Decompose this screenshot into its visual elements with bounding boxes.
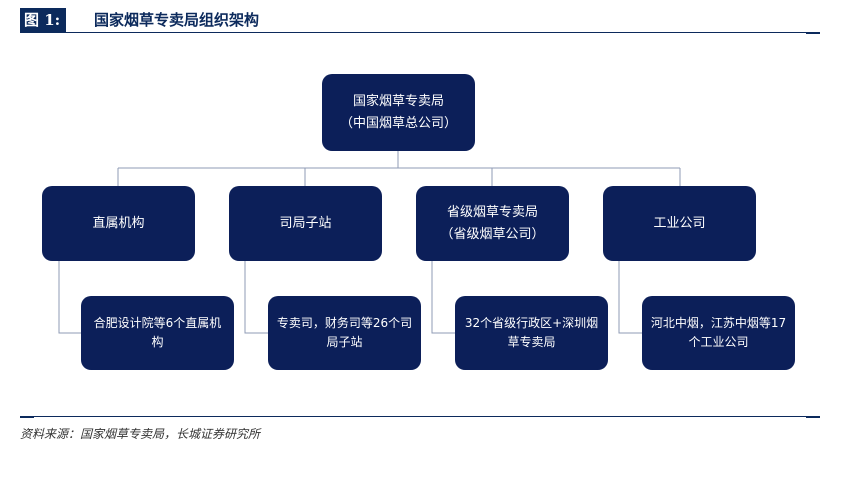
leaf-provincial-line2: 草专卖局 (507, 335, 556, 349)
node-industrial-line1: 工业公司 (653, 215, 706, 231)
leaf-bureau-substations: 专卖司，财务司等26个司 局子站 (268, 296, 421, 370)
node-provincial-line1: 省级烟草专卖局 (446, 204, 538, 220)
elbow-industrial (618, 260, 642, 334)
elbow-provincial (431, 260, 455, 334)
leaf-industrial-line2: 个工业公司 (688, 335, 749, 349)
leaf-direct-institutions: 合肥设计院等6个直属机 构 (81, 296, 234, 370)
figure-label: 图 1: (20, 8, 67, 32)
footer-rule-tick-left (20, 416, 34, 418)
node-bureau-line1: 司局子站 (279, 215, 332, 231)
leaf-bureau-line2: 局子站 (326, 335, 363, 349)
node-direct-line1: 直属机构 (92, 215, 145, 231)
root-line1: 国家烟草专卖局 (352, 93, 444, 109)
root-node: 国家烟草专卖局 （中国烟草总公司） (322, 74, 475, 151)
elbow-bureau (244, 260, 268, 334)
leaf-industrial-companies: 河北中烟，江苏中烟等17 个工业公司 (642, 296, 795, 370)
footer-rule-tick-right (806, 416, 820, 418)
source-note: 资料来源：国家烟草专卖局，长城证券研究所 (20, 427, 261, 441)
leaf-direct-line2: 构 (151, 335, 164, 349)
leaf-industrial-line1: 河北中烟，江苏中烟等17 (650, 316, 787, 330)
leaf-provincial-bureau: 32个省级行政区+深圳烟 草专卖局 (455, 296, 608, 370)
node-provincial-bureau: 省级烟草专卖局 （省级烟草公司） (416, 186, 569, 261)
root-line2: （中国烟草总公司） (339, 115, 457, 131)
node-provincial-line2: （省级烟草公司） (440, 226, 545, 242)
elbow-direct (58, 260, 81, 334)
figure-title: 国家烟草专卖局组织架构 (94, 11, 260, 29)
leaf-bureau-line1: 专卖司，财务司等26个司 (276, 316, 413, 330)
leaf-direct-line1: 合肥设计院等6个直属机 (93, 316, 222, 330)
header-rule-tick (806, 32, 820, 34)
leaf-provincial-line1: 32个省级行政区+深圳烟 (464, 316, 599, 330)
header-rule (20, 32, 820, 33)
node-industrial-companies: 工业公司 (603, 186, 756, 261)
node-bureau-substations: 司局子站 (229, 186, 382, 261)
footer-rule (20, 416, 820, 417)
node-direct-institutions: 直属机构 (42, 186, 195, 261)
figure-header: 图 1: 国家烟草专卖局组织架构 (20, 8, 820, 34)
